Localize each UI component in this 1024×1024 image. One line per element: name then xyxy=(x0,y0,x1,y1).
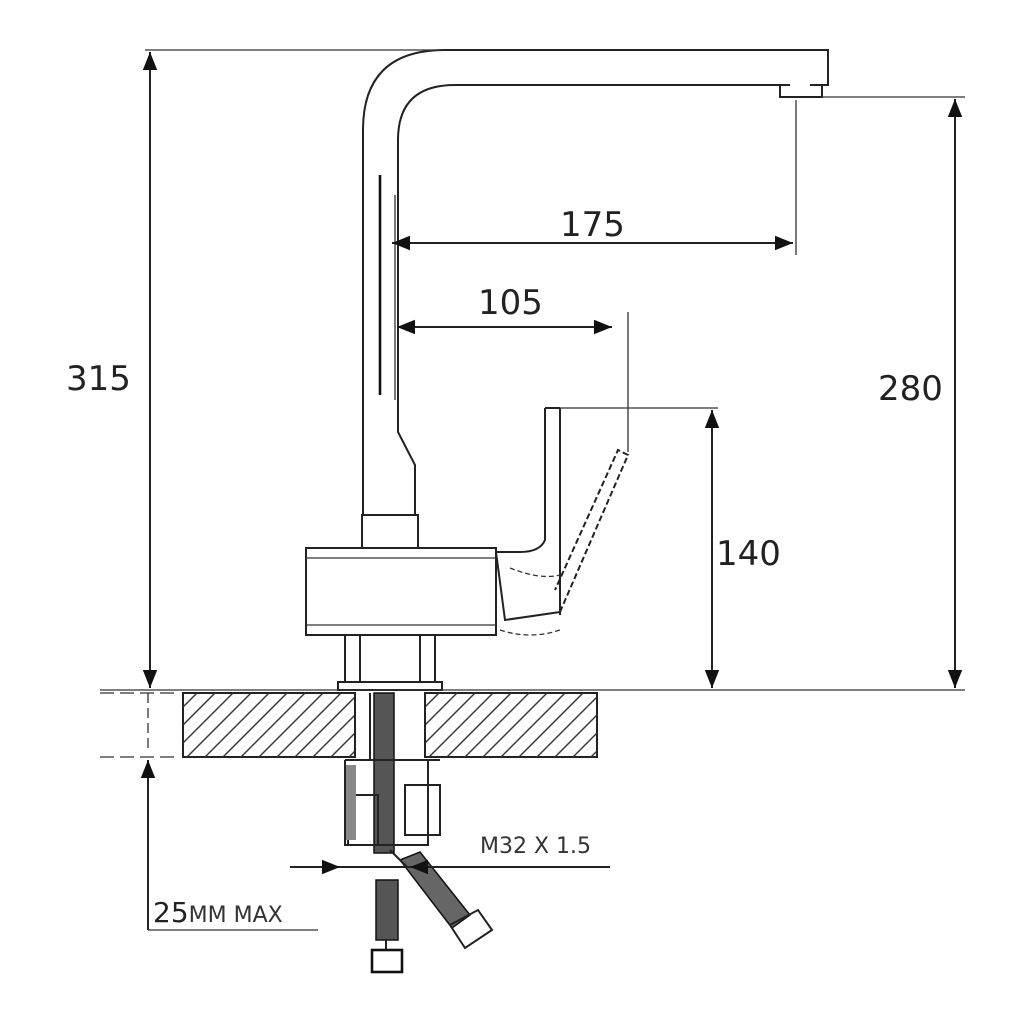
hatch-line xyxy=(482,692,548,758)
hatch-line xyxy=(424,692,476,744)
hatch-line xyxy=(182,692,198,708)
dimension-spout-height: 280 xyxy=(822,96,965,688)
faucet-spout xyxy=(362,49,829,515)
hatch-line xyxy=(554,714,598,758)
hatch-line xyxy=(518,692,584,758)
hatch-line xyxy=(312,714,356,758)
hatch-line xyxy=(186,692,252,758)
dimension-spout-reach: 175 xyxy=(392,100,797,400)
hatch-line xyxy=(464,692,530,758)
hatch-line xyxy=(572,732,598,758)
max-thickness-number: 25 xyxy=(153,896,189,929)
supply-hose-straight xyxy=(370,879,404,974)
hatch-line xyxy=(240,692,306,758)
hatch-line xyxy=(446,692,512,758)
hatch-line xyxy=(536,696,598,758)
hatch-line xyxy=(330,732,356,758)
thread-label: M32 X 1.5 xyxy=(480,834,591,859)
mounting-shank xyxy=(344,692,441,854)
hatch-line xyxy=(590,750,598,758)
hatch-line xyxy=(276,692,342,758)
dimension-overall-height: 315 xyxy=(66,49,440,688)
hatch-line xyxy=(204,692,270,758)
hatch-line xyxy=(500,692,566,758)
dimension-handle-height: 140 xyxy=(560,407,781,688)
hatch-line xyxy=(258,692,324,758)
faucet-body xyxy=(305,514,497,691)
svg-text:25MM MAX: 25MM MAX xyxy=(153,896,283,929)
handle-height-label: 140 xyxy=(716,534,781,574)
dimension-counter-thickness: 25MM MAX xyxy=(100,692,318,931)
spout-reach-label: 175 xyxy=(560,205,625,245)
countertop-section xyxy=(182,692,598,758)
dimension-handle-reach: 105 xyxy=(397,283,629,452)
dimension-thread: M32 X 1.5 xyxy=(290,834,610,875)
spout-height-label: 280 xyxy=(878,369,943,409)
hatch-line xyxy=(222,692,288,758)
hatch-line xyxy=(294,696,356,758)
hatch-line xyxy=(182,692,216,726)
max-thickness-unit: MM MAX xyxy=(189,903,283,928)
hatch-line xyxy=(424,692,458,726)
hatch-line xyxy=(428,692,494,758)
handle-reach-label: 105 xyxy=(478,283,543,323)
supply-hose-angled xyxy=(389,849,494,950)
hatch-line xyxy=(182,692,234,744)
hatch-line xyxy=(424,692,440,708)
overall-height-label: 315 xyxy=(66,359,131,399)
lever-handle[interactable] xyxy=(495,407,630,636)
